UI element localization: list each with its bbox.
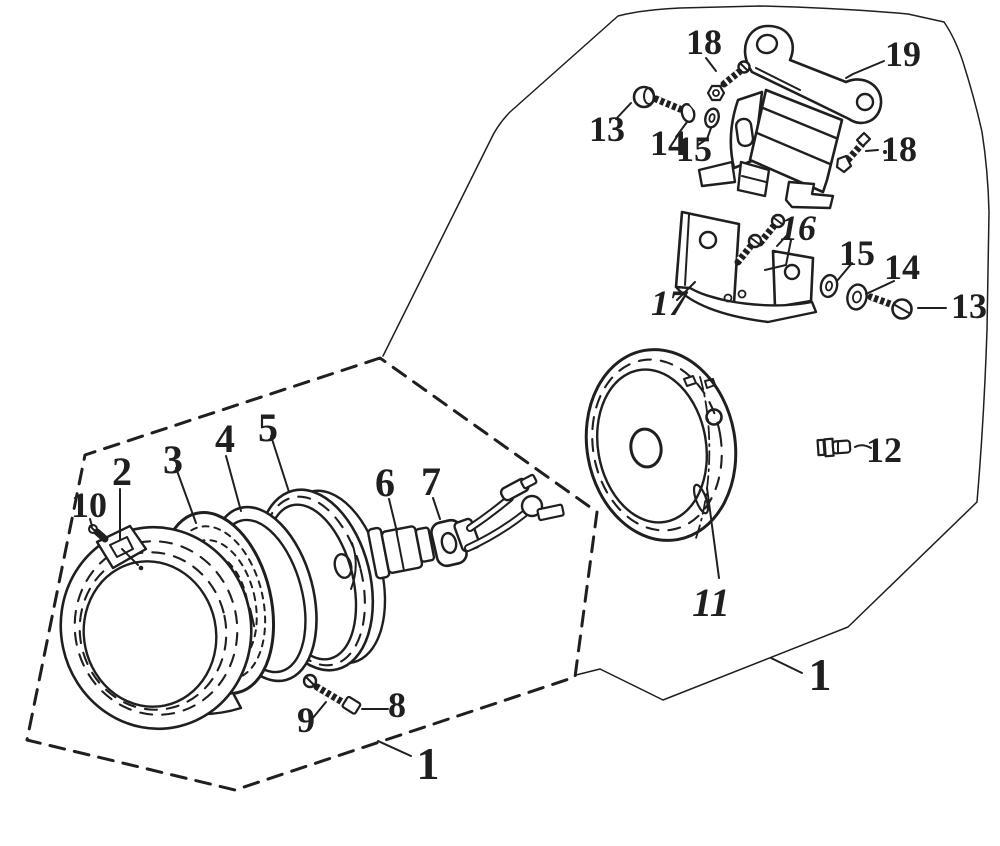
bracket19-left-wedge [697,160,737,188]
part-label-1-left: 1 [417,738,440,789]
part-label-18-top: 18 [686,22,722,62]
part-12-bolt [816,437,852,458]
part-18-bolt-right [835,131,872,174]
part-13-bolt-right [867,293,913,320]
part-label-14-top: 14 [650,123,686,163]
part-label-14-right: 14 [884,247,920,287]
part-label-2: 2 [112,449,132,494]
shell-rim-slot [692,483,710,515]
bolt18-tip [855,131,872,148]
part-label-15-right: 15 [839,233,875,273]
bracket17-hole-right [783,263,801,281]
part-11-shell [584,348,738,542]
wire-terminal-2 [520,494,565,522]
part-label-12: 12 [866,430,902,470]
part-19-bracket [697,24,883,210]
part-label-9: 9 [297,700,315,740]
part-6-bulb-socket [367,525,436,580]
part-label-16: 16 [780,208,816,248]
shell-inner-contour [695,376,711,539]
part-13-bolt-top [632,85,684,113]
part-label-4: 4 [215,416,235,461]
part-14-washer-right [846,283,868,311]
shell-side-hole [705,408,723,426]
part-2-rim [59,524,253,731]
bracket19-strap [784,180,835,210]
bracket19-ear-hole-left [755,33,779,55]
part-14-washer-top [680,101,698,124]
part-label-1-right: 1 [809,649,832,700]
part-17-bracket [674,210,818,324]
part-18-screw-top [706,60,751,102]
part-label-7: 7 [421,459,441,504]
bowl-side-hole [333,552,353,580]
part-10-screw [88,524,109,543]
nut-18 [706,84,726,102]
part-label-17: 17 [651,283,689,323]
bracket19-ear-plate [743,24,883,125]
part-labels: 1 1 2 3 4 5 6 7 8 9 10 11 12 13 13 14 14… [71,22,987,789]
bracket17-hole-left [698,230,718,250]
part-label-13-top-left: 13 [589,109,625,149]
assembly-region-outline [382,5,990,701]
part-label-6: 6 [375,460,395,505]
part-label-15-top: 15 [676,129,712,169]
wire-terminal-1 [499,473,538,502]
bracket17-base-flange [674,285,818,324]
leader-lines [89,57,947,757]
part-15-washer-right [819,273,839,299]
part-label-3: 3 [163,437,183,482]
part-label-18-right: 18 [881,129,917,169]
part-label-19: 19 [885,34,921,74]
headlamp-region-outline-dashed [25,356,599,792]
rim-tab-slot [109,536,134,558]
shell-notch-2 [704,378,716,389]
shell-notch-1 [683,375,697,387]
part-8-9-screw [302,673,362,715]
bracket19-flange-hole [734,117,755,148]
part-label-8: 8 [388,685,406,725]
bowl-boss-contour [350,542,357,590]
bracket19-body [748,88,844,194]
part-label-5: 5 [258,405,278,450]
part-label-13-right: 13 [951,286,987,326]
part-16-screws [734,213,786,266]
wire-harness [453,473,565,553]
bracket19-ear-hole-right [855,92,875,112]
part-label-10: 10 [71,485,107,525]
part-label-11: 11 [692,580,730,625]
shell-center-hole [629,427,663,469]
part-15-washer-top [704,107,720,129]
